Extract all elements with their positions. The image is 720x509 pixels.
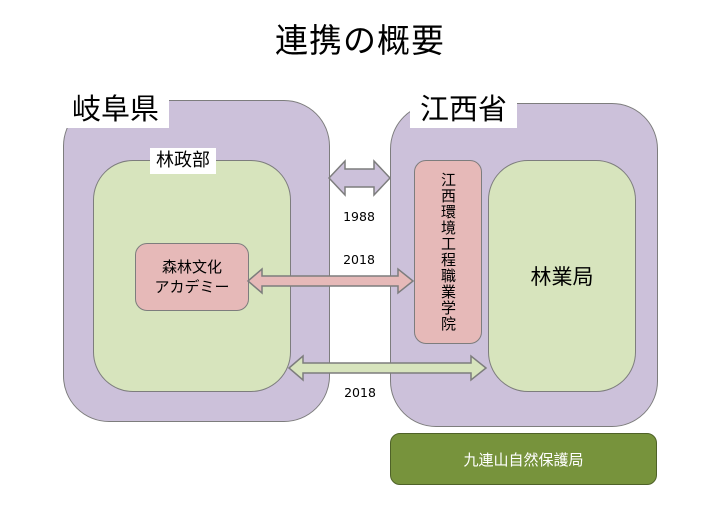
jiangxi-region-label: 江西省 [410, 90, 518, 128]
gifu-region-label: 岐阜県 [62, 90, 170, 128]
forest-academy-line1: 森林文化 [161, 258, 222, 276]
year-label-2018-academy: 2018 [343, 252, 375, 267]
arrow-2018-academy [246, 267, 415, 295]
forest-academy-box: 森林文化 アカデミー [135, 243, 249, 311]
arrow-1988 [327, 159, 392, 197]
environmental-college-box: 江西環境工程職業学院 [414, 160, 482, 344]
forestry-division-label: 林政部 [150, 148, 216, 174]
jiulianshan-reserve-label: 九連山自然保護局 [463, 450, 584, 469]
forest-academy-line2: アカデミー [154, 278, 230, 296]
jiulianshan-reserve-box: 九連山自然保護局 [390, 433, 657, 485]
year-label-1988: 1988 [343, 209, 375, 224]
forestry-bureau-box: 林業局 [488, 160, 636, 392]
forestry-bureau-label: 林業局 [530, 265, 594, 289]
arrow-2018-bureau [287, 354, 488, 382]
environmental-college-label: 江西環境工程職業学院 [439, 172, 457, 332]
year-label-2018-bureau: 2018 [344, 385, 376, 400]
page-title: 連携の概要 [275, 21, 445, 60]
